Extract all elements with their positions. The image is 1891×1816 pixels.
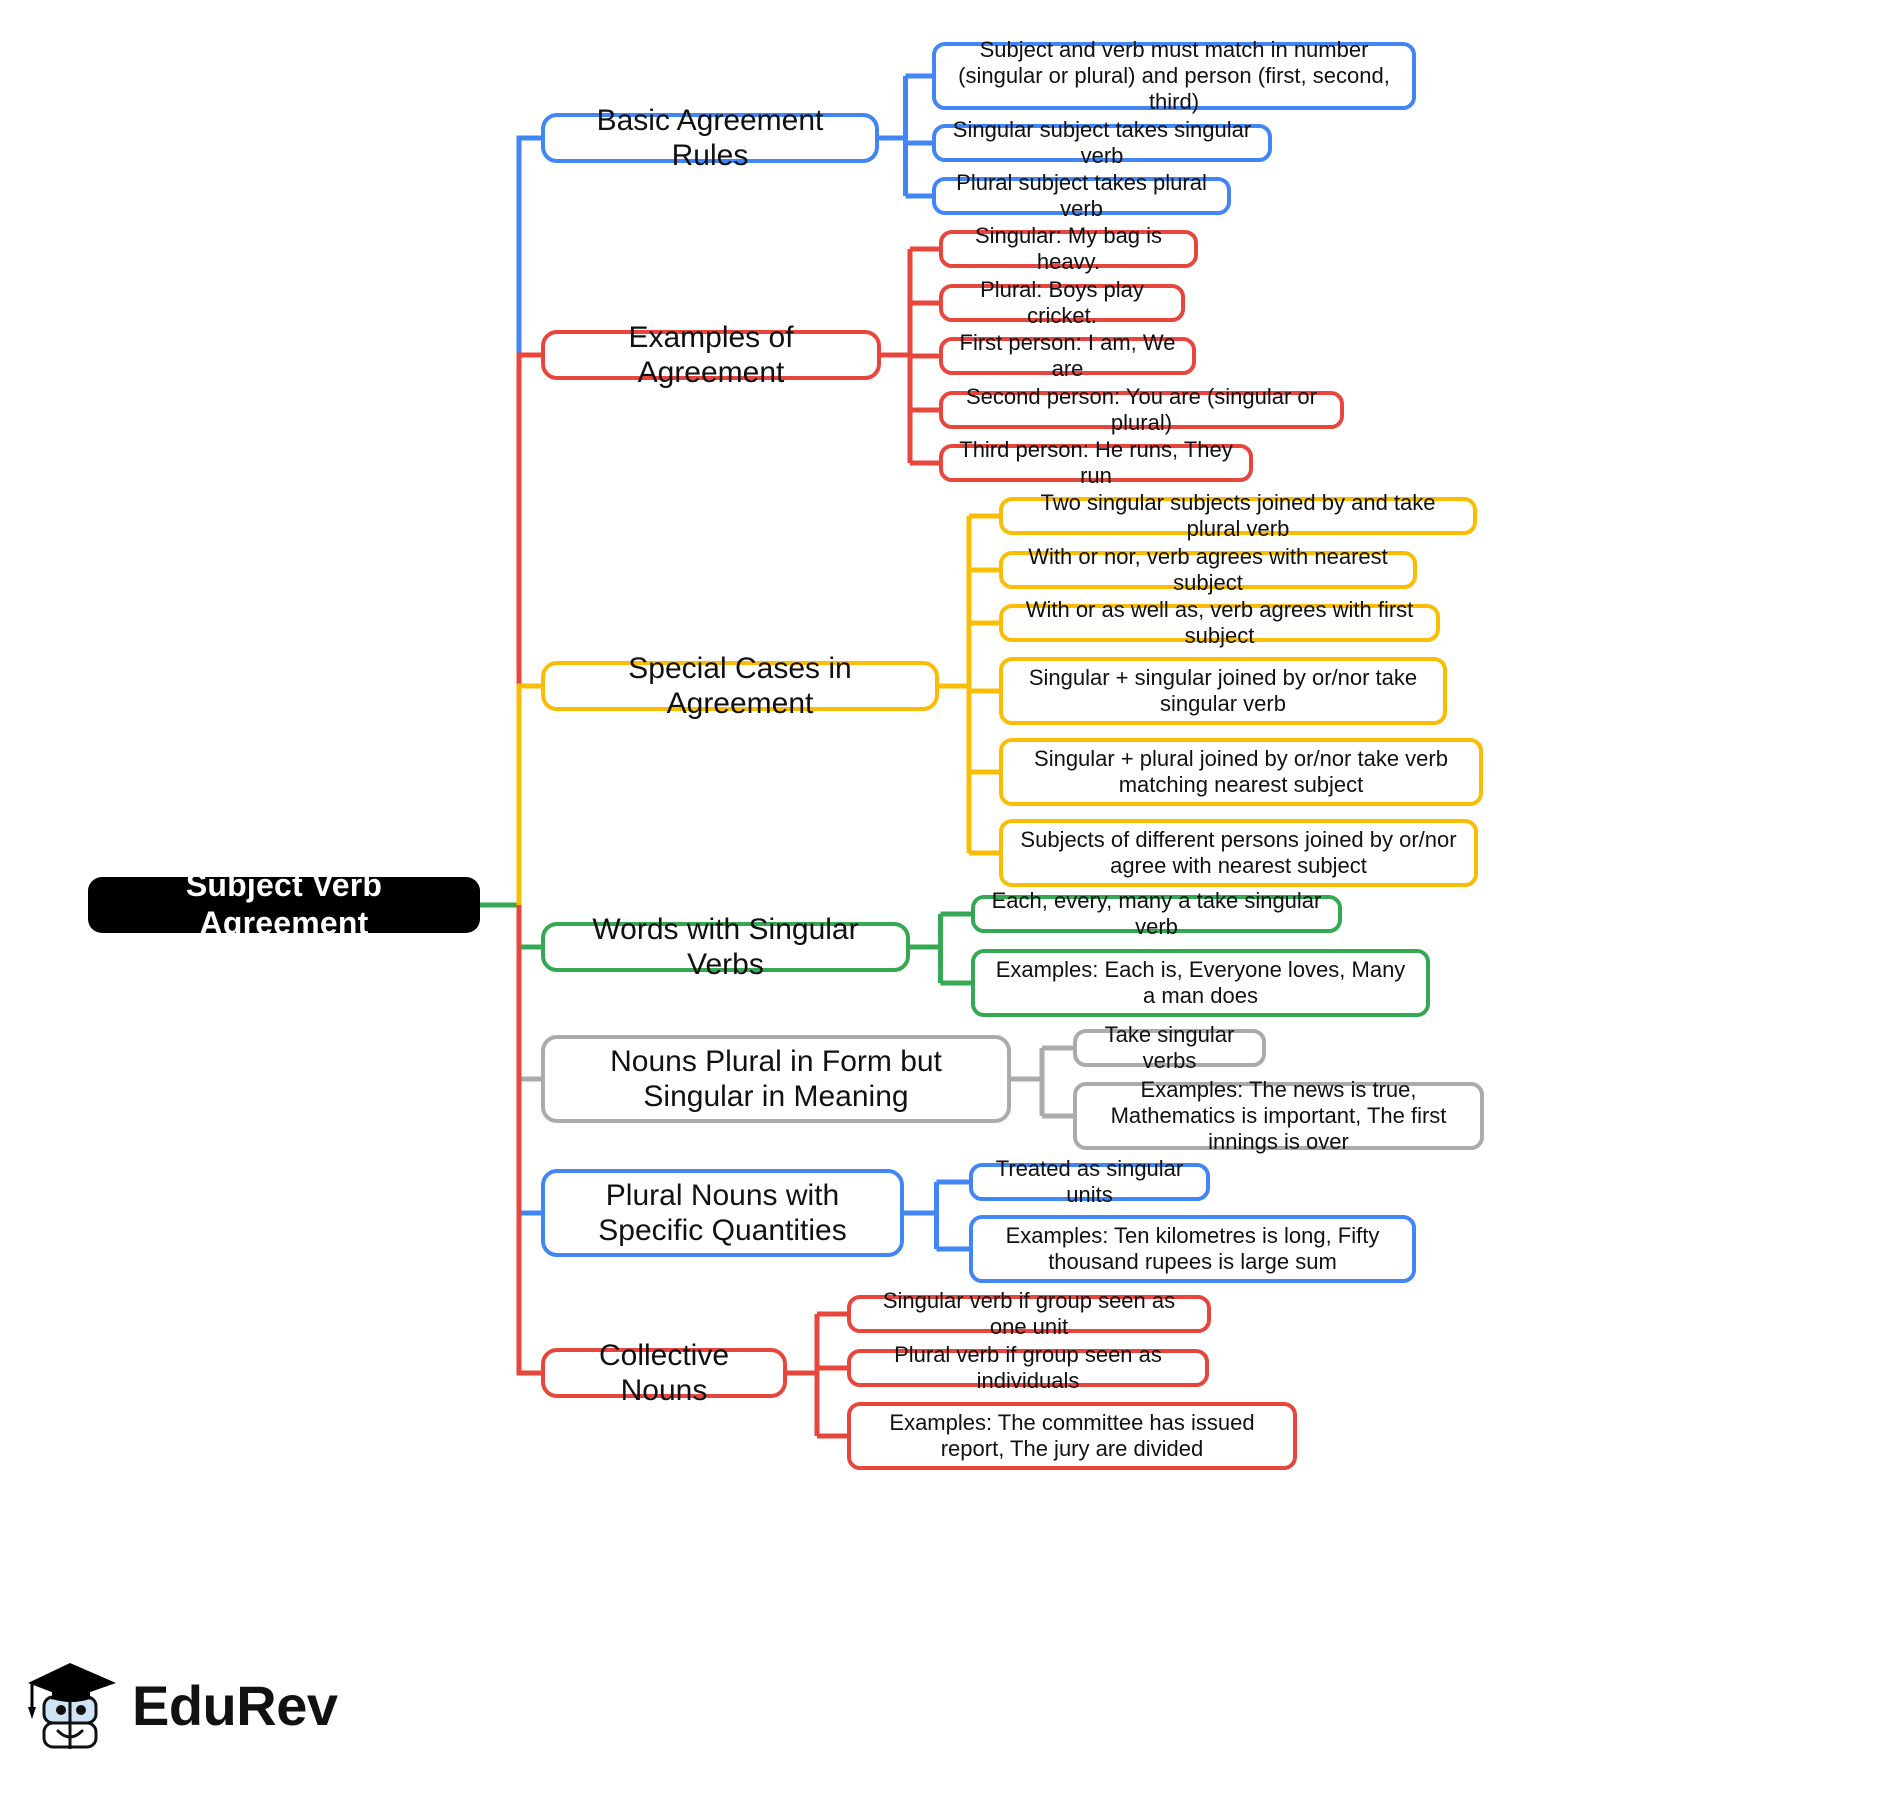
root-node[interactable]: Subject Verb Agreement [88,867,480,941]
edurev-logo-text: EduRev [132,1673,338,1737]
leaf-node-1-0[interactable]: Singular: My bag is heavy. [939,223,1198,274]
leaf-node-1-2[interactable]: First person: I am, We are [939,330,1196,381]
leaf-node-3-1[interactable]: Examples: Each is, Everyone loves, Many … [971,949,1430,1017]
branch-node-basic-agreement-rules[interactable]: Basic Agreement Rules [541,104,879,172]
leaf-node-2-3[interactable]: Singular + singular joined by or/nor tak… [999,657,1447,725]
leaf-node-2-4[interactable]: Singular + plural joined by or/nor take … [999,738,1483,806]
leaf-node-0-0[interactable]: Subject and verb must match in number (s… [932,37,1416,114]
graduation-cap-book-mascot-icon [28,1663,116,1749]
leaf-node-2-0[interactable]: Two singular subjects joined by and take… [999,490,1477,541]
leaf-node-0-2[interactable]: Plural subject takes plural verb [932,170,1231,221]
branch-node-special-cases-in-agreement[interactable]: Special Cases in Agreement [541,652,939,720]
leaf-node-5-0[interactable]: Treated as singular units [969,1156,1210,1207]
leaf-node-4-1[interactable]: Examples: The news is true, Mathematics … [1073,1077,1484,1154]
branch-node-collective-nouns[interactable]: Collective Nouns [541,1339,787,1407]
leaf-node-1-1[interactable]: Plural: Boys play cricket. [939,277,1185,328]
edurev-logo: EduRev [24,1655,338,1755]
leaf-node-6-1[interactable]: Plural verb if group seen as individuals [847,1342,1209,1393]
leaf-node-2-1[interactable]: With or nor, verb agrees with nearest su… [999,544,1417,595]
leaf-node-1-3[interactable]: Second person: You are (singular or plur… [939,384,1344,435]
leaf-node-0-1[interactable]: Singular subject takes singular verb [932,117,1272,168]
leaf-node-4-0[interactable]: Take singular verbs [1073,1022,1266,1073]
leaf-node-2-2[interactable]: With or as well as, verb agrees with fir… [999,597,1440,648]
branch-node-plural-nouns-specific-quantities[interactable]: Plural Nouns with Specific Quantities [541,1169,904,1257]
leaf-node-3-0[interactable]: Each, every, many a take singular verb [971,888,1342,939]
branch-node-examples-of-agreement[interactable]: Examples of Agreement [541,321,881,389]
branch-node-nouns-plural-in-form[interactable]: Nouns Plural in Form but Singular in Mea… [541,1035,1011,1123]
leaf-node-6-2[interactable]: Examples: The committee has issued repor… [847,1402,1297,1470]
branch-node-words-with-singular-verbs[interactable]: Words with Singular Verbs [541,913,910,981]
leaf-node-5-1[interactable]: Examples: Ten kilometres is long, Fifty … [969,1215,1416,1283]
leaf-node-2-5[interactable]: Subjects of different persons joined by … [999,819,1478,887]
leaf-node-1-4[interactable]: Third person: He runs, They run [939,437,1253,488]
leaf-node-6-0[interactable]: Singular verb if group seen as one unit [847,1288,1211,1339]
